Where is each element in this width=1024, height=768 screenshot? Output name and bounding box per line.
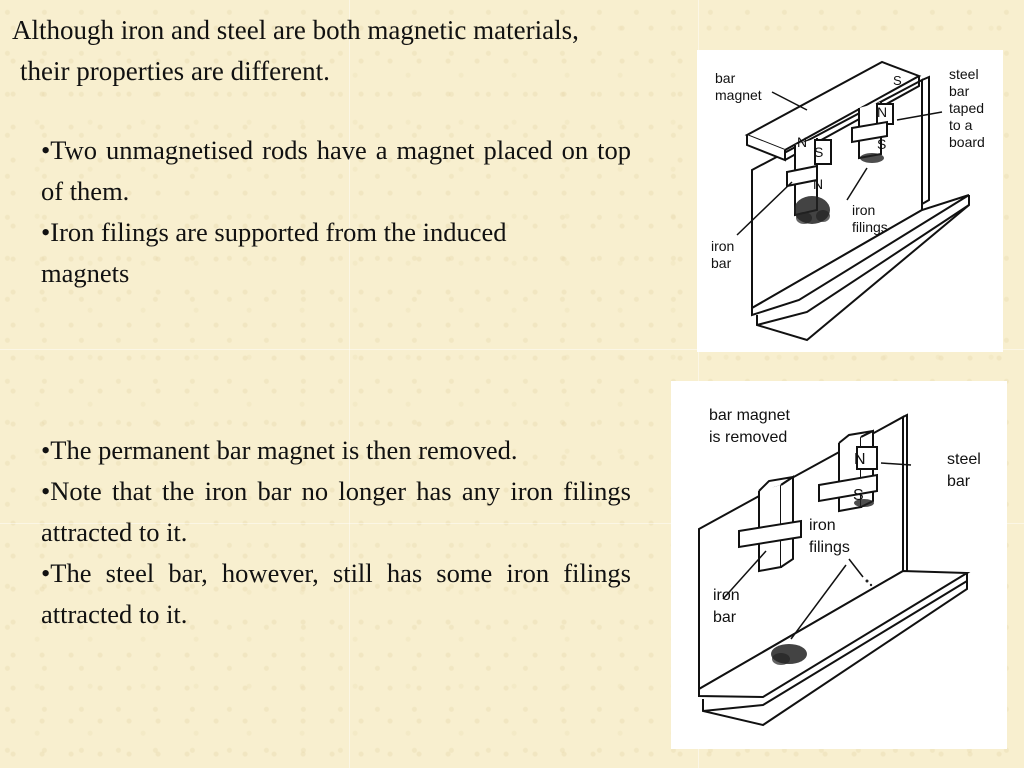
bullet-list-induced: •Two unmagnetised rods have a magnet pla… [41, 130, 631, 294]
label-steel-bar-taped: steel bar taped to a board [949, 66, 985, 150]
diagram-magnet-on-rods: bar magnet S steel bar taped to a board … [697, 50, 1003, 352]
bullet-rods-magnet: •Two unmagnetised rods have a magnet pla… [41, 135, 631, 206]
title-line-1: Although iron and steel are both magneti… [12, 15, 579, 45]
background-tile-seam [0, 523, 1024, 524]
diagram-magnet-removed: bar magnet is removed N S steel bar iron… [671, 381, 1007, 749]
bullet-list-removed: •The permanent bar magnet is then remove… [41, 430, 631, 635]
label-s-right: S [853, 487, 864, 504]
label-s-right: S [877, 136, 887, 152]
bullet-iron-bar-no-filings: •Note that the iron bar no longer has an… [41, 476, 631, 547]
background-tile-seam [349, 0, 350, 768]
bullet-steel-bar-keeps-filings: •The steel bar, however, still has some … [41, 558, 631, 629]
label-n-left: N [797, 134, 808, 150]
bullet-iron-filings-supported: •Iron filings are supported from the ind… [41, 217, 507, 288]
label-iron-bar: iron bar [713, 587, 740, 626]
label-iron-bar: iron bar [711, 238, 735, 271]
title-line-2: their properties are different. [20, 56, 330, 86]
label-steel-bar: steel bar [947, 451, 981, 490]
diagram-magnet-removed-drawing [698, 413, 971, 727]
label-s-top: S [893, 73, 902, 88]
bullet-magnet-removed: •The permanent bar magnet is then remove… [41, 435, 518, 465]
label-n-right: N [877, 104, 888, 120]
label-iron-filings: iron filings [852, 202, 888, 235]
label-iron-filings: iron filings [809, 517, 850, 556]
label-n-right: N [854, 451, 866, 468]
slide-title: Although iron and steel are both magneti… [12, 10, 752, 92]
label-s-left: S [814, 144, 824, 160]
label-n-lower: N [813, 176, 824, 192]
diagram-magnet-on-rods-drawing [736, 60, 970, 342]
background-tile-seam [0, 349, 1024, 350]
label-magnet-removed: bar magnet is removed [709, 407, 790, 446]
label-bar-magnet: bar magnet [715, 70, 762, 103]
